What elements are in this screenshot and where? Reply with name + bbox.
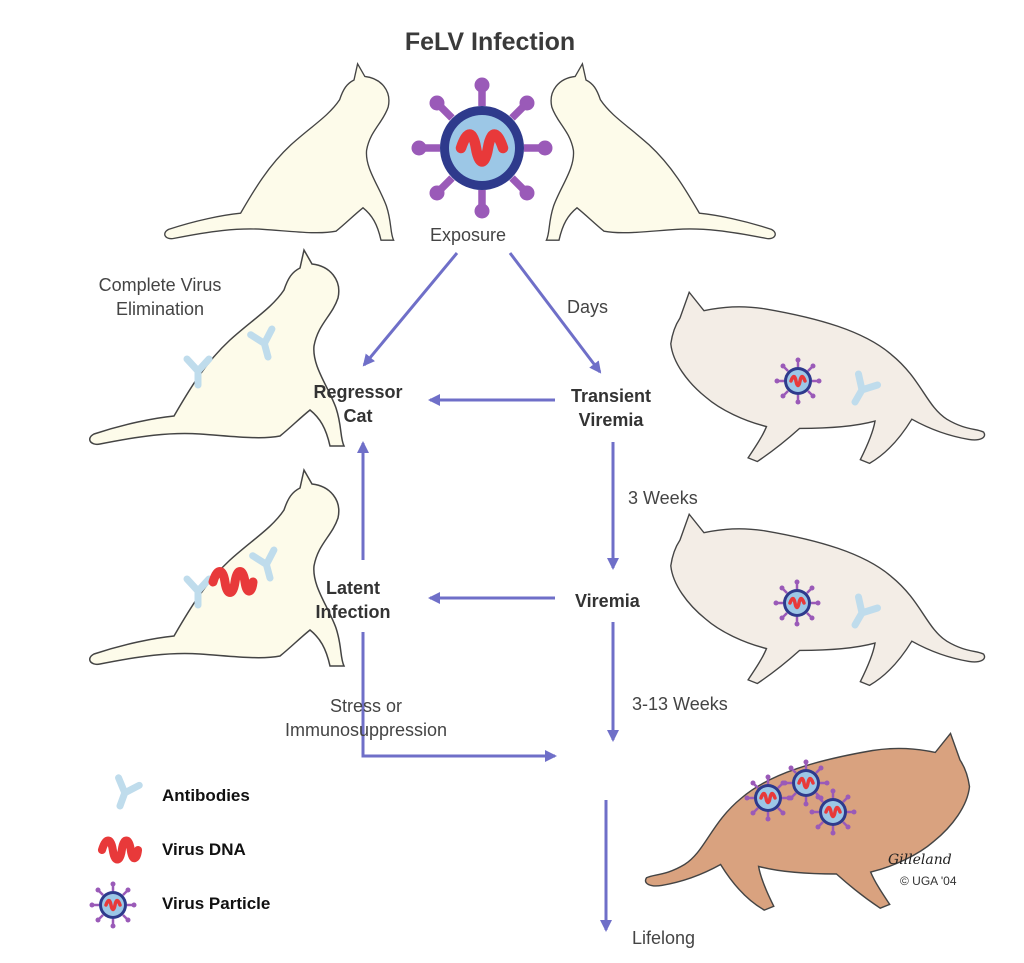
three-weeks-label: 3 Weeks <box>628 488 698 508</box>
virus-particle-icon <box>807 786 859 838</box>
transient-line1: Transient <box>570 386 652 406</box>
transient-viremia-cat <box>670 291 986 465</box>
three-thirteen-weeks-label: 3-13 Weeks <box>632 694 728 714</box>
latent-infection-node: Latent Infection <box>298 576 408 624</box>
exposure-cat-left <box>164 63 395 241</box>
days-label: Days <box>567 297 609 317</box>
stress-label: Stress or Immunosuppression <box>266 694 466 742</box>
arrow-exposure-to-regressor <box>362 252 459 367</box>
latent-line2: Infection <box>315 602 391 622</box>
regressor-line2: Cat <box>343 406 373 426</box>
stress-line1: Stress or <box>329 696 403 716</box>
virus-particle-icon <box>412 78 553 219</box>
legend-antibody-icon <box>110 778 140 810</box>
virus-particle-icon <box>780 757 832 809</box>
viremia-cat <box>670 513 986 687</box>
legend-virus-dna: Virus DNA <box>162 840 246 859</box>
legend-antibodies: Antibodies <box>162 786 250 805</box>
virus-particle-icon <box>771 577 823 629</box>
exposure-label: Exposure <box>430 225 507 245</box>
viremia-node: Viremia <box>575 591 640 611</box>
legend-virus-particle: Virus Particle <box>162 894 271 913</box>
legend-virus-particle-icon <box>87 879 139 931</box>
transient-viremia-node: Transient Viremia <box>556 384 666 432</box>
exposure-cat-right <box>545 63 776 241</box>
stress-line2: Immunosuppression <box>284 720 448 740</box>
arrow-reactivation <box>361 632 557 762</box>
regressor-cat-node: Regressor Cat <box>298 380 418 428</box>
virus-particle-icon <box>772 355 824 407</box>
complete-elimination-label: Complete Virus Elimination <box>80 273 240 321</box>
diagram-title: FeLV Infection <box>404 28 576 56</box>
lifelong-label: Lifelong <box>632 928 696 948</box>
complete-line1: Complete Virus <box>98 275 222 295</box>
arrow-exposure-to-transient <box>508 252 602 374</box>
latent-line1: Latent <box>326 578 380 598</box>
transient-line2: Viremia <box>578 410 644 430</box>
legend-virus-dna-icon <box>102 841 138 860</box>
artist-signature: Gilleland <box>888 852 952 868</box>
complete-line2: Elimination <box>115 299 205 319</box>
regressor-line1: Regressor <box>313 382 403 402</box>
copyright-text: © UGA '04 <box>900 874 957 888</box>
